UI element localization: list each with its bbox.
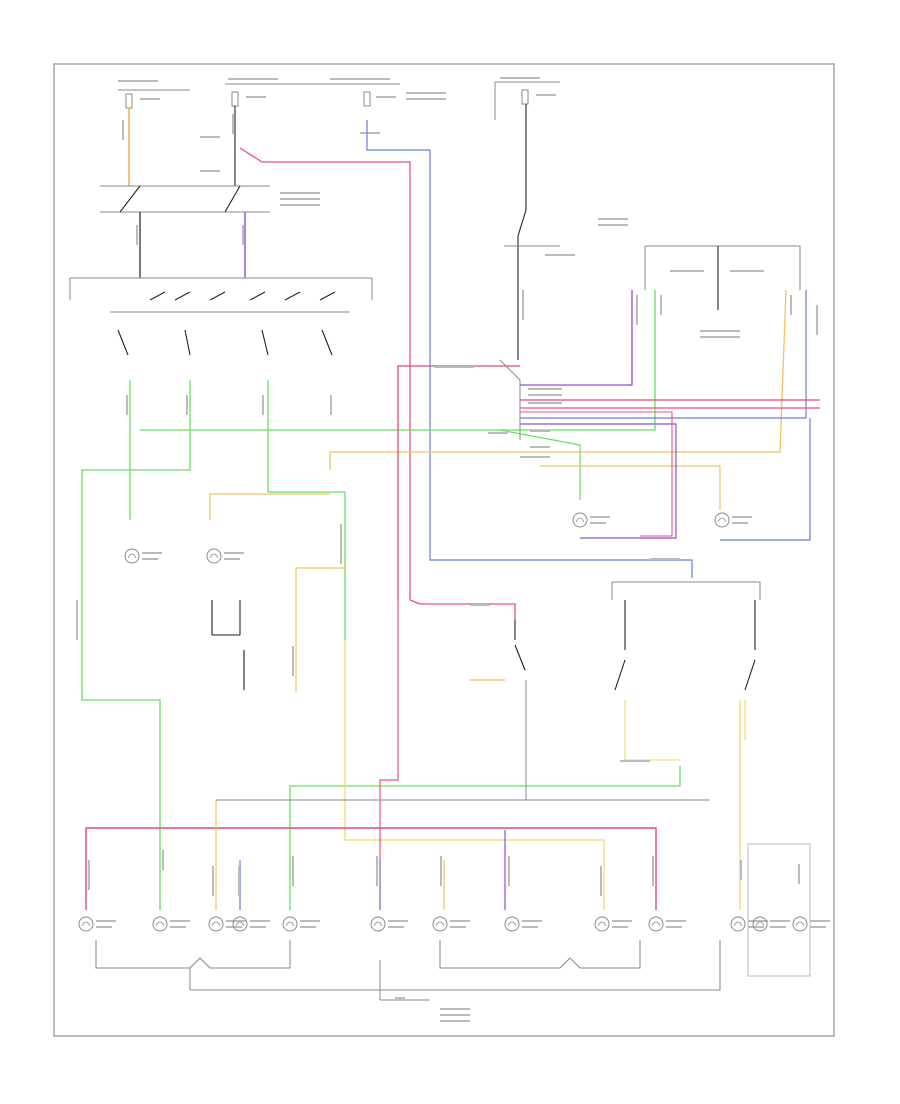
brake-switch — [611, 581, 761, 761]
wire-green-bottom — [289, 766, 681, 910]
bulb-bottom-1 — [78, 916, 116, 932]
bulb-bottom-7 — [432, 916, 470, 932]
wire-pink-top — [397, 365, 520, 600]
wire-yellow-bottom — [344, 640, 605, 910]
fuse-section — [118, 77, 693, 620]
fuse-4 — [521, 89, 529, 105]
wire-labels — [76, 114, 818, 896]
wire-blue-right — [520, 290, 807, 419]
junction-connector — [499, 359, 562, 458]
wire-pink-bottom — [85, 827, 657, 910]
multifunction-switch — [69, 277, 373, 356]
bulb-bottom-5 — [282, 916, 320, 932]
turn-signal-switch — [470, 620, 527, 800]
wire-blue-loop — [720, 418, 811, 541]
ground-bus — [95, 940, 721, 1022]
bulb-bottom-8 — [504, 916, 542, 932]
fuse-3 — [363, 91, 371, 107]
headlamp-switch — [100, 185, 270, 278]
bulb-bottom-11 — [730, 916, 768, 932]
wire-pink-lamp — [520, 411, 673, 537]
bulb-bottom-10 — [648, 916, 686, 932]
wire-pink-drop — [379, 600, 399, 910]
fuse-2 — [231, 91, 239, 107]
right-relay-box — [644, 245, 801, 338]
bulb-right-top — [714, 512, 752, 528]
bulb-bottom-2 — [152, 916, 190, 932]
fuse-1 — [125, 93, 133, 109]
bulb-mid-left — [124, 548, 162, 564]
bulb-bottom-3 — [208, 916, 246, 932]
wire-yellow-2 — [209, 493, 330, 520]
wire-green-horizontal — [140, 290, 656, 431]
diagram-frame — [53, 63, 835, 1037]
bulb-mid-right — [206, 548, 244, 564]
bulb-bottom-13 — [792, 916, 830, 932]
wire-green-mid — [499, 429, 581, 500]
fuse-labels — [118, 77, 628, 256]
wire-violet-loop — [520, 423, 677, 539]
wire-violet-right — [520, 290, 633, 386]
wire-green-3 — [267, 380, 346, 640]
bulb-left-top — [572, 512, 610, 528]
bulb-bottom-4 — [232, 916, 270, 932]
license-lamp-box — [747, 843, 811, 977]
wire-blue-feed — [366, 120, 693, 578]
wire-green-2 — [81, 380, 191, 910]
bulb-bottom-6 — [370, 916, 408, 932]
bulb-group — [78, 512, 830, 932]
bulb-bottom-9 — [594, 916, 632, 932]
wire-yellow-4 — [540, 465, 721, 510]
wire-yellow-main — [329, 289, 787, 470]
bulb-bottom-12 — [752, 916, 790, 932]
wire-pink-feed — [239, 147, 516, 620]
wire-yellow-3 — [295, 567, 345, 692]
hazard-flasher — [211, 600, 245, 690]
